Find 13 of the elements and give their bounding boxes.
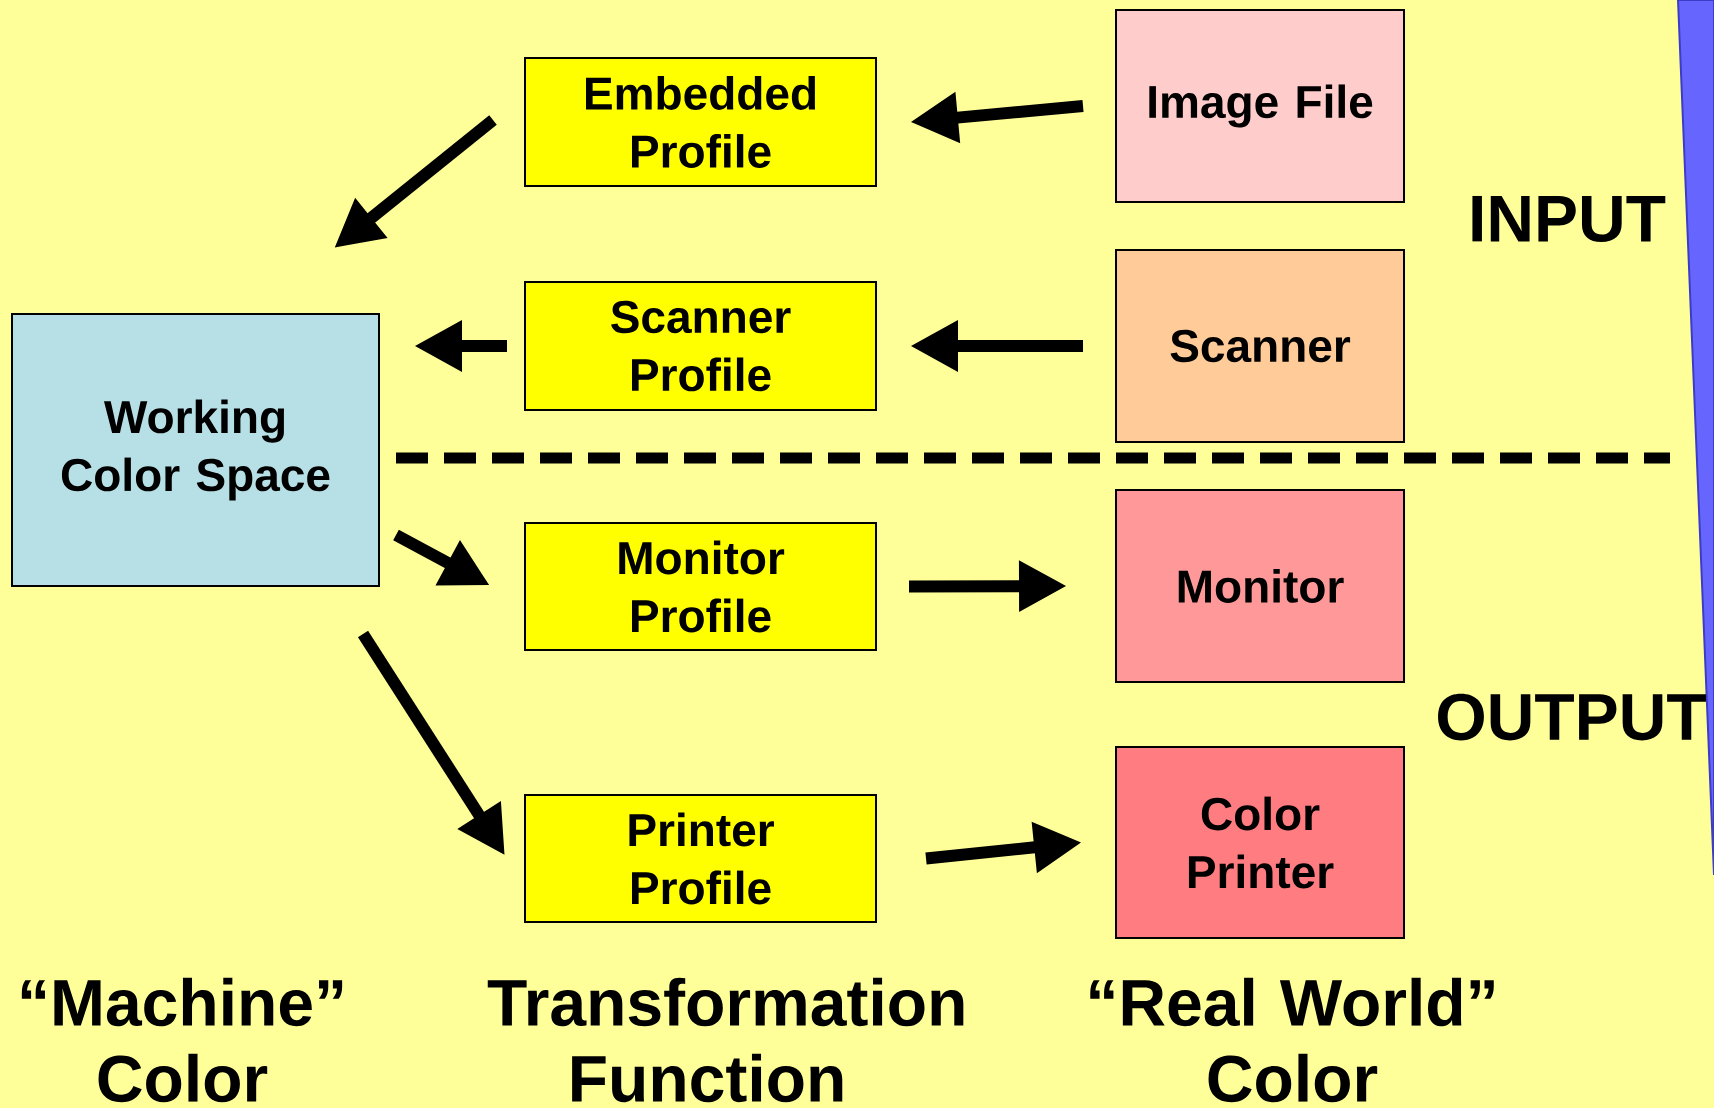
column-heading: “Machine” Color bbox=[21, 977, 343, 1103]
profile-box: Embedded Profile bbox=[524, 57, 877, 187]
section-label: OUTPUT bbox=[1438, 693, 1706, 741]
device-box: Monitor bbox=[1115, 489, 1405, 683]
device-box: Scanner bbox=[1115, 249, 1405, 443]
color-space-box: Working Color Space bbox=[11, 313, 380, 587]
device-box: Color Printer bbox=[1115, 746, 1405, 939]
device-box: Image File bbox=[1115, 9, 1405, 203]
section-label: INPUT bbox=[1472, 195, 1666, 243]
profile-box: Scanner Profile bbox=[524, 281, 877, 411]
column-heading: Transformation Function bbox=[487, 977, 964, 1103]
profile-box: Monitor Profile bbox=[524, 522, 877, 651]
profile-box: Printer Profile bbox=[524, 794, 877, 923]
